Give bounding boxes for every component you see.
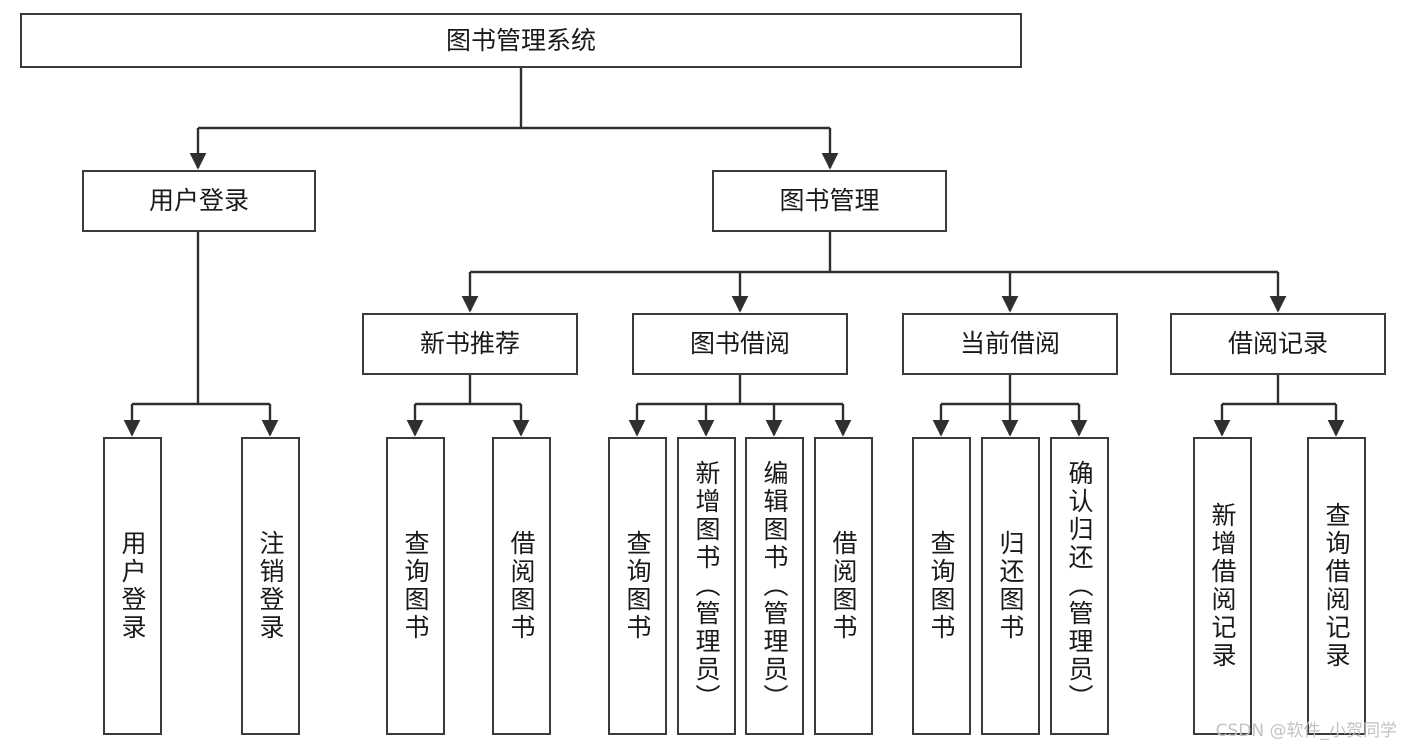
node-label: 编辑图书（管理员） (760, 460, 789, 712)
leaf-new-book-borrow[interactable]: 借阅图书 (492, 437, 551, 735)
node-label: 借阅图书 (829, 530, 858, 642)
leaf-user-login-logout[interactable]: 注销登录 (241, 437, 300, 735)
node-label: 查询图书 (623, 530, 652, 642)
node-label: 借阅图书 (507, 530, 536, 642)
leaf-book-borrow-add[interactable]: 新增图书（管理员） (677, 437, 736, 735)
leaf-current-borrow-query[interactable]: 查询图书 (912, 437, 971, 735)
leaf-borrow-record-query[interactable]: 查询借阅记录 (1307, 437, 1366, 735)
leaf-current-borrow-confirm[interactable]: 确认归还（管理员） (1050, 437, 1109, 735)
node-label: 新增借阅记录 (1208, 502, 1237, 670)
leaf-book-borrow-borrow[interactable]: 借阅图书 (814, 437, 873, 735)
node-label: 图书管理 (779, 186, 880, 215)
node-label: 归还图书 (996, 530, 1025, 642)
node-book-management[interactable]: 图书管理 (712, 170, 947, 232)
node-label: 查询图书 (927, 530, 956, 642)
node-label: 借阅记录 (1227, 329, 1328, 358)
node-root-book-management-system[interactable]: 图书管理系统 (20, 13, 1022, 68)
leaf-current-borrow-return[interactable]: 归还图书 (981, 437, 1040, 735)
node-label: 当前借阅 (959, 329, 1060, 358)
node-label: 注销登录 (256, 530, 285, 642)
node-new-book-recommend[interactable]: 新书推荐 (362, 313, 578, 375)
node-current-borrow[interactable]: 当前借阅 (902, 313, 1118, 375)
node-label: 查询图书 (401, 530, 430, 642)
leaf-book-borrow-edit[interactable]: 编辑图书（管理员） (745, 437, 804, 735)
node-label: 新书推荐 (419, 329, 520, 358)
leaf-book-borrow-query[interactable]: 查询图书 (608, 437, 667, 735)
node-label: 用户登录 (148, 186, 249, 215)
node-user-login[interactable]: 用户登录 (82, 170, 316, 232)
leaf-new-book-query[interactable]: 查询图书 (386, 437, 445, 735)
node-label: 确认归还（管理员） (1065, 460, 1094, 712)
node-book-borrow[interactable]: 图书借阅 (632, 313, 848, 375)
node-label: 新增图书（管理员） (692, 460, 721, 712)
node-label: 图书借阅 (689, 329, 790, 358)
node-label: 用户登录 (118, 530, 147, 642)
node-borrow-record[interactable]: 借阅记录 (1170, 313, 1386, 375)
leaf-user-login-login[interactable]: 用户登录 (103, 437, 162, 735)
node-label: 图书管理系统 (445, 25, 596, 55)
leaf-borrow-record-add[interactable]: 新增借阅记录 (1193, 437, 1252, 735)
node-label: 查询借阅记录 (1322, 502, 1351, 670)
